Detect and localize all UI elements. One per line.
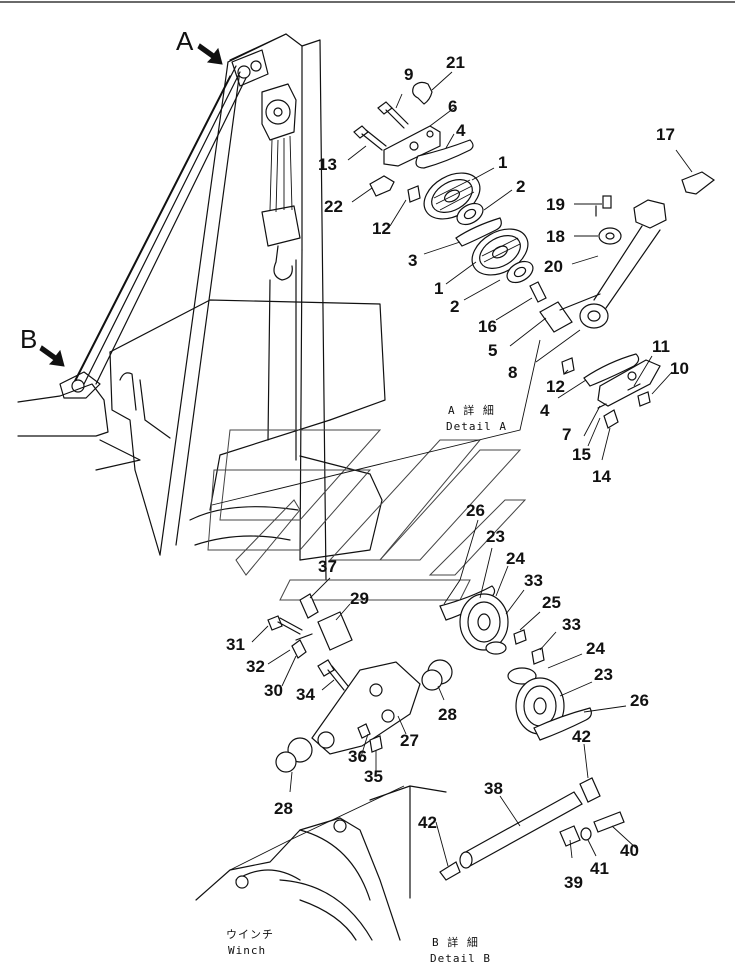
detail-b-caption-jp: B 詳 細 xyxy=(432,935,479,949)
part-4-label-bottom: 4 xyxy=(540,401,550,420)
part-42-label-left: 42 xyxy=(418,813,437,832)
part-35-label: 35 xyxy=(364,767,383,786)
part-38-label: 38 xyxy=(484,779,503,798)
part-15-label: 15 xyxy=(572,445,591,464)
detail-b-caption-en: Detail B xyxy=(430,952,491,965)
part-3-label: 3 xyxy=(408,251,417,270)
part-29-label: 29 xyxy=(350,589,369,608)
part-31-label: 31 xyxy=(226,635,245,654)
part-12-label-bottom: 12 xyxy=(546,377,565,396)
detail-b-leaders xyxy=(229,519,637,871)
part-11-label: 11 xyxy=(652,337,670,356)
part-27-label: 27 xyxy=(400,731,419,750)
part-14-label: 14 xyxy=(592,467,611,486)
view-b-arrow-icon xyxy=(39,345,65,367)
machine-outline xyxy=(17,33,386,581)
part-34-label: 34 xyxy=(296,685,315,704)
part-28-label-left: 28 xyxy=(274,799,293,818)
view-label-b: B xyxy=(20,324,37,354)
part-39-label: 39 xyxy=(564,873,583,892)
detail-b-parts xyxy=(195,585,625,941)
part-36-label: 36 xyxy=(348,747,367,766)
part-24-label-bottom: 24 xyxy=(586,639,605,658)
part-16-label: 16 xyxy=(478,317,497,336)
part-28-label-right: 28 xyxy=(438,705,457,724)
part-23-label-bottom: 23 xyxy=(594,665,613,684)
part-17-label: 17 xyxy=(656,125,675,144)
detail-a-caption-en: Detail A xyxy=(446,420,507,433)
part-25-label: 25 xyxy=(542,593,561,612)
part-41-label: 41 xyxy=(590,859,609,878)
part-4-label-top: 4 xyxy=(456,121,466,140)
part-1-label-top: 1 xyxy=(498,153,507,172)
part-40-label: 40 xyxy=(620,841,639,860)
part-26-label-bottom: 26 xyxy=(630,691,649,710)
part-32-label: 32 xyxy=(246,657,265,676)
part-23-label-top: 23 xyxy=(486,527,505,546)
detail-a-caption-jp: A 詳 細 xyxy=(448,403,495,417)
part-2-label-bottom: 2 xyxy=(450,297,459,316)
part-7-label: 7 xyxy=(562,425,571,444)
part-30-label: 30 xyxy=(264,681,283,700)
part-1-label-bottom: 1 xyxy=(434,279,443,298)
detail-a-leaders xyxy=(211,71,693,506)
part-5-label: 5 xyxy=(488,341,497,360)
part-42-label-right: 42 xyxy=(572,727,591,746)
part-13-label: 13 xyxy=(318,155,337,174)
part-9-label: 9 xyxy=(404,65,413,84)
part-2-label-top: 2 xyxy=(516,177,525,196)
part-10-label: 10 xyxy=(670,359,689,378)
part-20-label: 20 xyxy=(544,257,563,276)
part-number-labels: 9 21 6 4 13 1 2 22 12 3 1 2 17 19 18 20 … xyxy=(226,53,689,892)
part-6-label: 6 xyxy=(448,97,457,116)
part-26-label-top: 26 xyxy=(466,501,485,520)
part-18-label: 18 xyxy=(546,227,565,246)
part-33-label-top: 33 xyxy=(524,571,543,590)
part-24-label-top: 24 xyxy=(506,549,525,568)
winch-caption-en: Winch xyxy=(228,944,266,957)
part-33-label-bottom: 33 xyxy=(562,615,581,634)
part-8-label: 8 xyxy=(508,363,517,382)
view-a-arrow-icon xyxy=(197,43,223,65)
detail-a-parts xyxy=(353,81,716,429)
winch-caption-jp: ウインチ xyxy=(226,928,274,941)
part-21-label: 21 xyxy=(446,53,465,72)
part-37-label: 37 xyxy=(318,557,337,576)
view-label-a: A xyxy=(176,26,194,56)
part-22-label: 22 xyxy=(324,197,343,216)
part-19-label: 19 xyxy=(546,195,565,214)
part-12-label-top: 12 xyxy=(372,219,391,238)
